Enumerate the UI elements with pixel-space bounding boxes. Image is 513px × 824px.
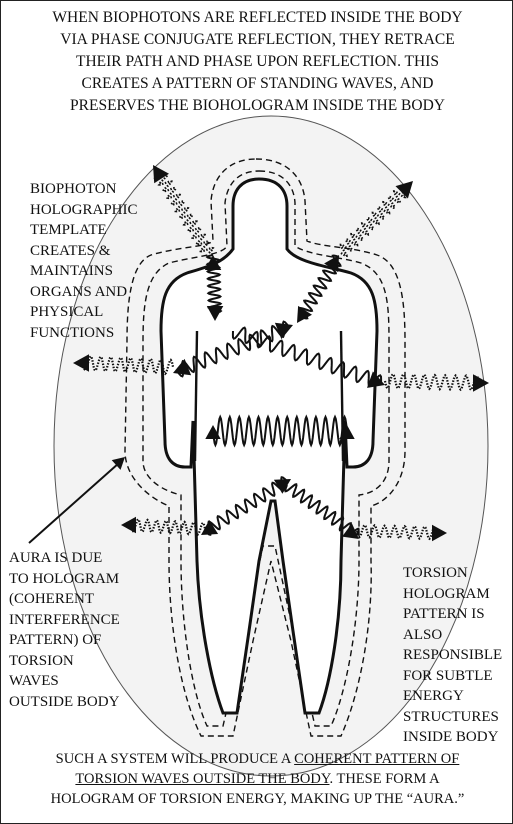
header-line: THEIR PATH AND PHASE UPON REFLECTION. TH…	[1, 51, 513, 73]
label-line: HOLOGRAM	[403, 584, 502, 605]
label-line: ORGANS AND	[30, 282, 138, 303]
header-line: WHEN BIOPHOTONS ARE REFLECTED INSIDE THE…	[1, 7, 513, 29]
label-line: ENERGY	[403, 686, 502, 707]
header-line: VIA PHASE CONJUGATE REFLECTION, THEY RET…	[1, 29, 513, 51]
footer-text: SUCH A SYSTEM WILL PRODUCE A	[56, 751, 295, 767]
label-line: FOR SUBTLE	[403, 666, 502, 687]
header-line: CREATES A PATTERN OF STANDING WAVES, AND	[1, 73, 513, 95]
label-line: AURA IS DUE	[9, 548, 120, 569]
footer-underlined-text: COHERENT PATTERN OF	[294, 751, 459, 767]
footer-underlined-text: TORSION WAVES OUTSIDE THE BODY	[75, 771, 329, 787]
footer-caption: SUCH A SYSTEM WILL PRODUCE A COHERENT PA…	[1, 749, 513, 809]
label-line: ALSO	[403, 625, 502, 646]
footer-text: . THESE FORM A	[329, 771, 439, 787]
label-line: WAVES	[9, 671, 120, 692]
label-line: PHYSICAL	[30, 302, 138, 323]
footer-line: TORSION WAVES OUTSIDE THE BODY. THESE FO…	[1, 769, 513, 789]
label-line: FUNCTIONS	[30, 323, 138, 344]
torsion-hologram-label: TORSION HOLOGRAM PATTERN IS ALSO RESPONS…	[403, 563, 502, 748]
header-line: PRESERVES THE BIOHOLOGRAM INSIDE THE BOD…	[1, 95, 513, 117]
label-line: RESPONSIBLE	[403, 645, 502, 666]
label-line: PATTERN) OF	[9, 630, 120, 651]
label-line: INTERFERENCE	[9, 610, 120, 631]
label-line: CREATES &	[30, 241, 138, 262]
label-line: OUTSIDE BODY	[9, 692, 120, 713]
aura-label: AURA IS DUE TO HOLOGRAM (COHERENT INTERF…	[9, 548, 120, 712]
label-line: (COHERENT	[9, 589, 120, 610]
footer-line: SUCH A SYSTEM WILL PRODUCE A COHERENT PA…	[1, 749, 513, 769]
biophoton-template-label: BIOPHOTON HOLOGRAPHIC TEMPLATE CREATES &…	[30, 179, 138, 343]
label-line: MAINTAINS	[30, 261, 138, 282]
label-line: STRUCTURES	[403, 707, 502, 728]
header-caption: WHEN BIOPHOTONS ARE REFLECTED INSIDE THE…	[1, 7, 513, 117]
label-line: PATTERN IS	[403, 604, 502, 625]
label-line: INSIDE BODY	[403, 727, 502, 748]
footer-line: HOLOGRAM OF TORSION ENERGY, MAKING UP TH…	[1, 789, 513, 809]
label-line: TEMPLATE	[30, 220, 138, 241]
label-line: HOLOGRAPHIC	[30, 200, 138, 221]
label-line: TORSION	[9, 651, 120, 672]
label-line: TO HOLOGRAM	[9, 569, 120, 590]
label-line: TORSION	[403, 563, 502, 584]
label-line: BIOPHOTON	[30, 179, 138, 200]
